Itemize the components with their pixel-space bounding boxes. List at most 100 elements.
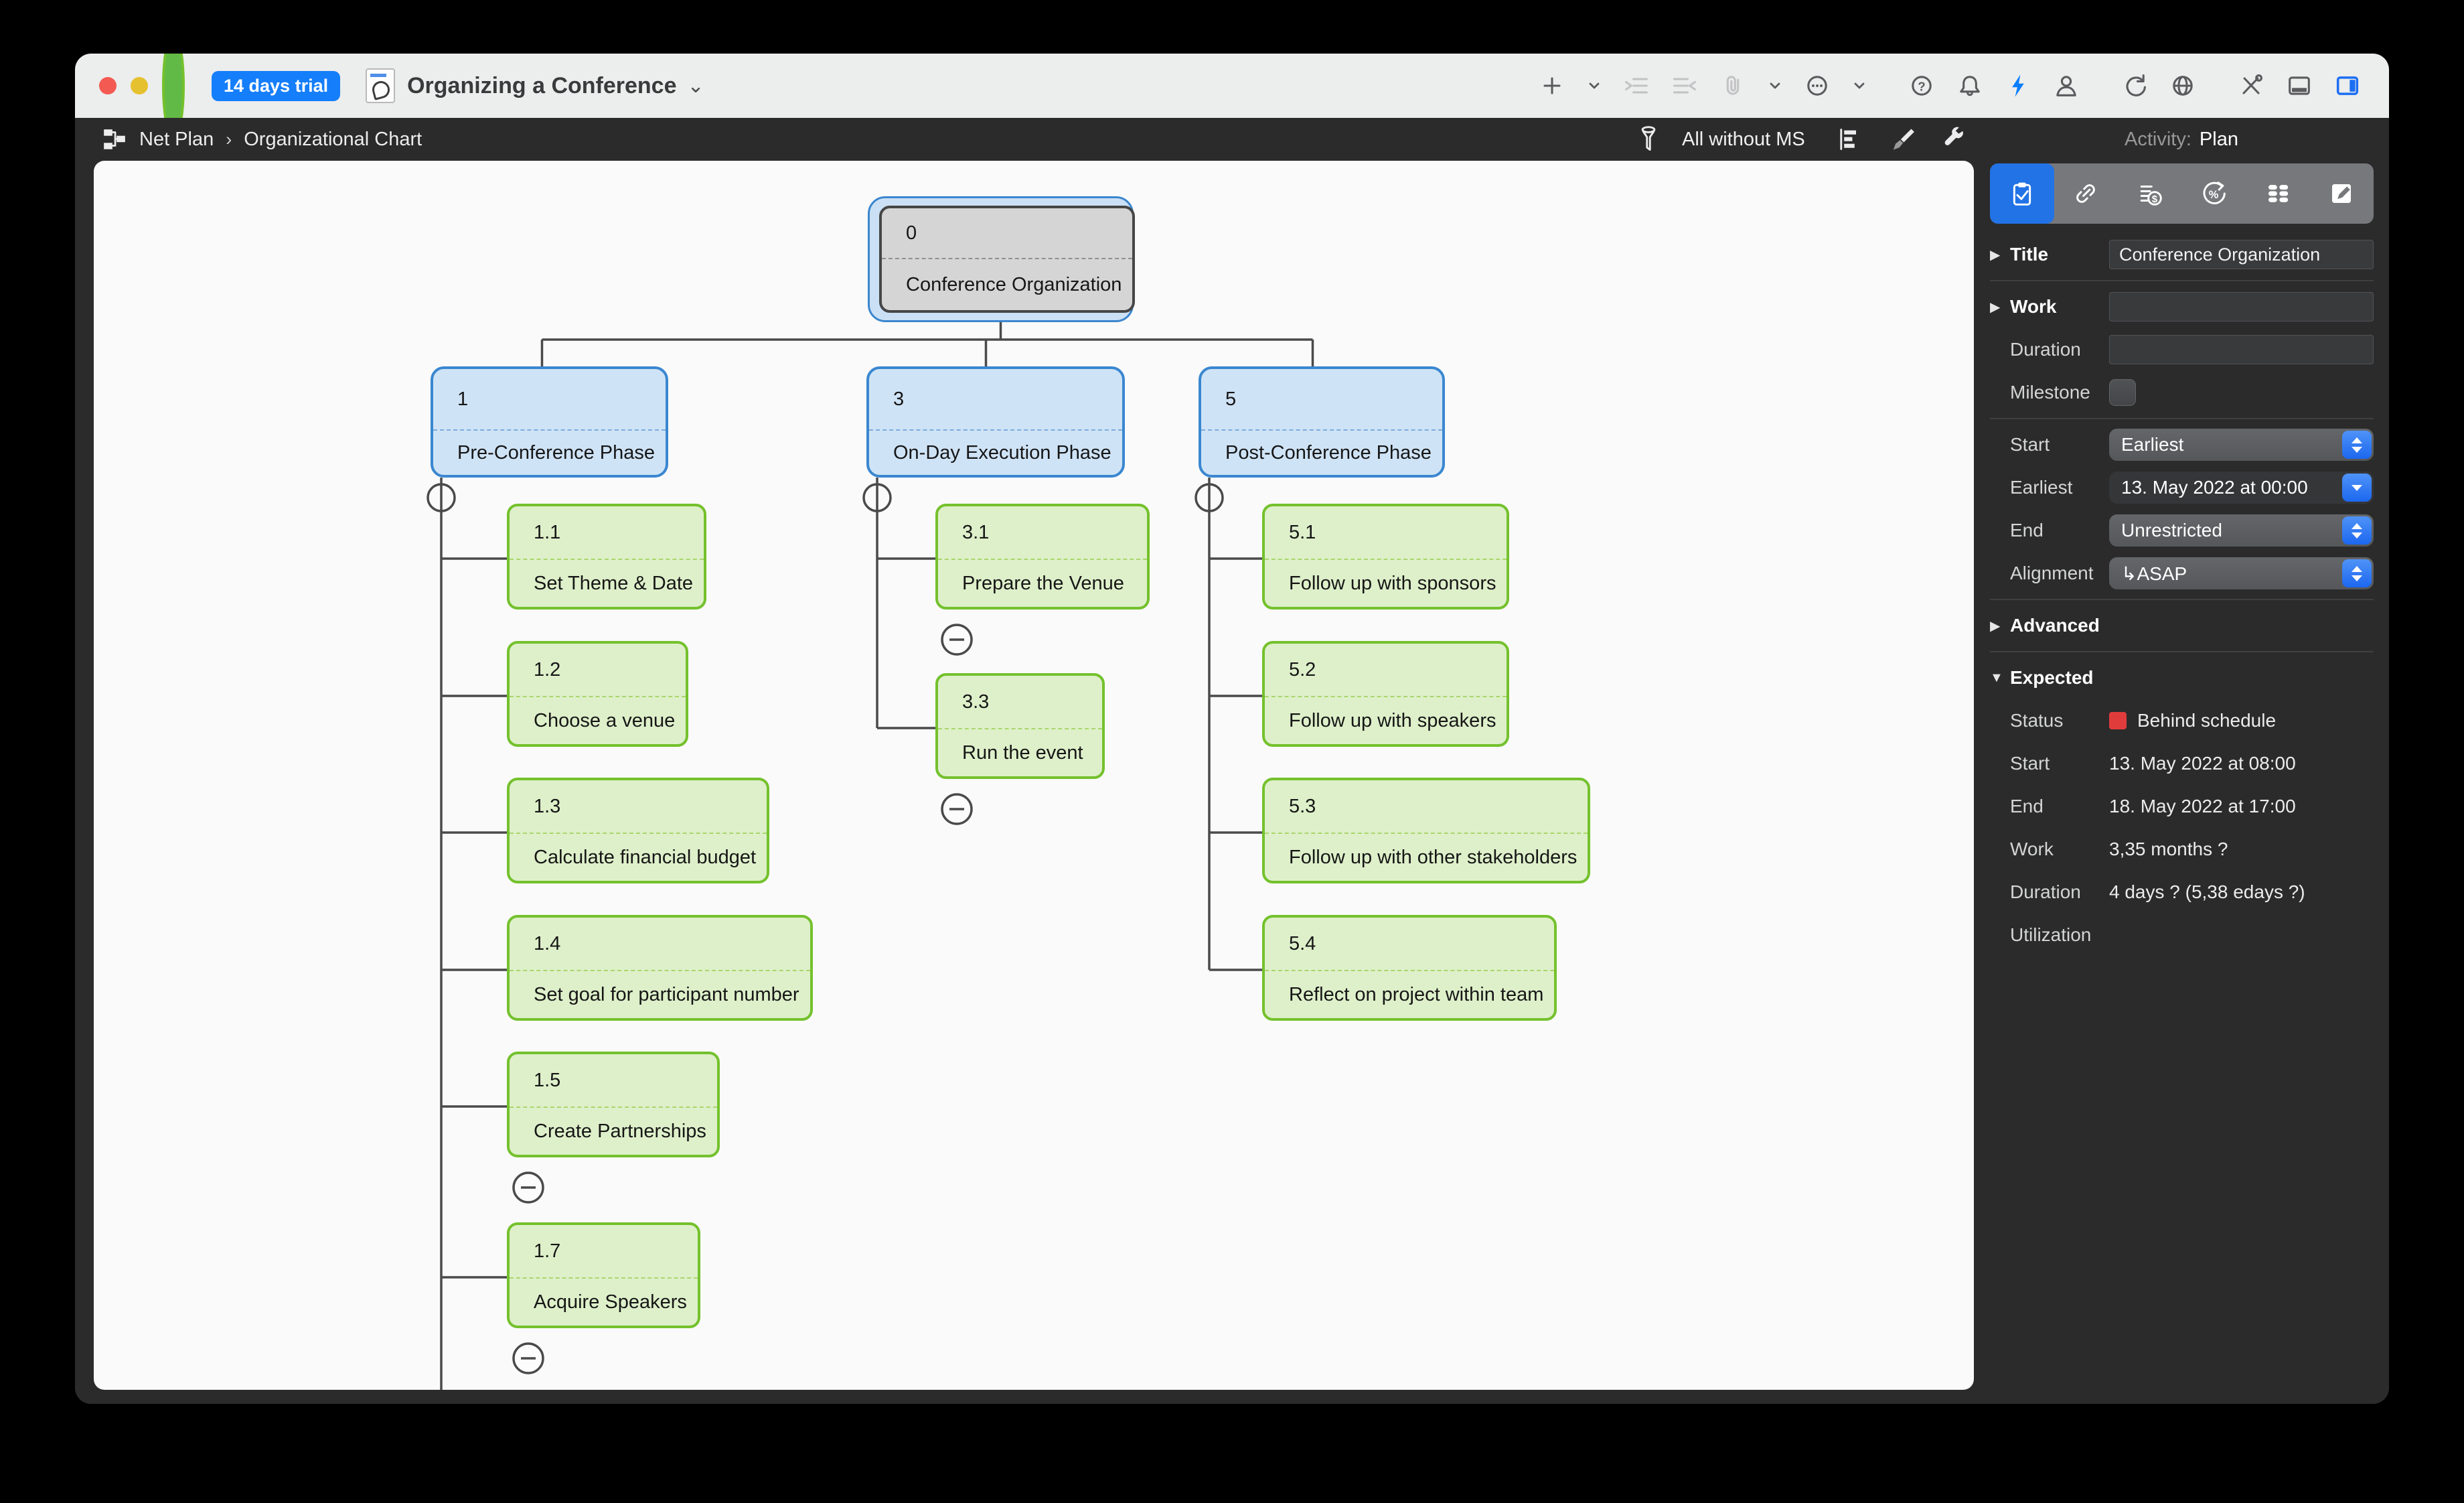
node-label: Run the event: [962, 741, 1083, 764]
duration-label: Duration: [2010, 339, 2081, 360]
activity-value: Plan: [2199, 128, 2238, 150]
notifications-icon[interactable]: [1955, 71, 1985, 100]
more-chevron-icon[interactable]: [1851, 71, 1868, 100]
events-bolt-icon[interactable]: [2003, 71, 2033, 100]
svg-text:$: $: [2152, 194, 2158, 205]
junction-handle[interactable]: [1195, 483, 1224, 512]
stepper-icon[interactable]: [2342, 516, 2372, 545]
filter-label[interactable]: All without MS: [1682, 128, 1805, 150]
divider: [1990, 651, 2374, 652]
attachment-chevron-icon[interactable]: [1766, 71, 1784, 100]
node-number: 1.3: [510, 780, 767, 834]
style-brush-icon[interactable]: [1888, 126, 1915, 153]
start-popup[interactable]: Earliest: [2109, 429, 2374, 461]
earliest-date-field[interactable]: 13. May 2022 at 00:00: [2109, 472, 2374, 504]
expected-start-label: Start: [2010, 753, 2050, 774]
node-number: 1.7: [510, 1225, 698, 1279]
expected-utilization-label: Utilization: [2010, 924, 2092, 945]
tools-icon[interactable]: [2236, 71, 2266, 100]
add-icon[interactable]: [1537, 71, 1567, 100]
tab-utilization[interactable]: %: [2182, 163, 2246, 224]
minimize-button[interactable]: [131, 77, 148, 94]
node-label: Choose a venue: [534, 709, 676, 731]
alignment-popup[interactable]: ↳ASAP: [2109, 557, 2374, 589]
node-label: Prepare the Venue: [962, 572, 1124, 594]
junction-handle[interactable]: [427, 483, 456, 512]
work-label: Work: [2010, 296, 2057, 317]
close-button[interactable]: [99, 77, 117, 94]
bottom-panel-icon[interactable]: [2285, 71, 2314, 100]
indent-icon[interactable]: [1622, 71, 1651, 100]
advanced-label: Advanced: [2010, 615, 2100, 636]
tab-notes[interactable]: [2310, 163, 2374, 224]
expected-disclosure-icon[interactable]: ▼: [1990, 670, 2003, 685]
title-label: Title: [2010, 244, 2049, 265]
trial-badge[interactable]: 14 days trial: [212, 70, 341, 101]
stepper-icon[interactable]: [2342, 431, 2372, 459]
breadcrumb-current[interactable]: Organizational Chart: [244, 128, 422, 150]
milestone-label: Milestone: [2010, 382, 2090, 403]
work-disclosure-icon[interactable]: ▶: [1990, 299, 2001, 315]
expected-duration-label: Duration: [2010, 881, 2081, 902]
divider: [1990, 599, 2374, 600]
title-input[interactable]: [2109, 240, 2374, 269]
junction-handle[interactable]: [862, 483, 892, 512]
outdent-icon[interactable]: [1670, 71, 1699, 100]
title-disclosure-icon[interactable]: ▶: [1990, 247, 2001, 263]
outline-view-icon[interactable]: [1836, 126, 1863, 153]
end-popup[interactable]: Unrestricted: [2109, 514, 2374, 547]
node-number: 5.3: [1265, 780, 1588, 834]
milestone-checkbox[interactable]: [2109, 379, 2136, 406]
node-label: Conference Organization: [906, 273, 1122, 295]
help-icon[interactable]: ?: [1907, 71, 1936, 100]
tab-resources[interactable]: [2246, 163, 2310, 224]
filter-funnel-icon[interactable]: [1635, 126, 1662, 153]
divider: [1990, 418, 2374, 419]
node-number: 5.4: [1265, 918, 1555, 971]
contact-icon[interactable]: [2052, 71, 2081, 100]
node-number: 0: [882, 208, 1133, 259]
node-label: Follow up with sponsors: [1289, 572, 1496, 594]
window-title[interactable]: Organizing a Conference: [407, 72, 677, 98]
duration-input[interactable]: [2109, 335, 2374, 364]
add-chevron-icon[interactable]: [1586, 71, 1603, 100]
title-chevron-icon[interactable]: ⌄: [687, 74, 704, 97]
start-label: Start: [2010, 434, 2050, 455]
sync-icon[interactable]: [2120, 71, 2149, 100]
node-number: 1.2: [510, 644, 686, 697]
expected-work-label: Work: [2010, 839, 2054, 859]
breadcrumb[interactable]: Net Plan › Organizational Chart: [102, 118, 422, 161]
network-icon[interactable]: [2168, 71, 2198, 100]
tab-plan-info[interactable]: [1990, 163, 2054, 224]
breadcrumb-root[interactable]: Net Plan: [139, 128, 214, 150]
settings-wrench-icon[interactable]: [1940, 126, 1967, 153]
attachment-icon[interactable]: [1718, 71, 1748, 100]
chevron-down-icon[interactable]: [2342, 474, 2372, 502]
right-panel-icon[interactable]: [2333, 71, 2362, 100]
tab-links[interactable]: [2054, 163, 2119, 224]
work-input[interactable]: [2109, 292, 2374, 321]
node-label: Create Partnerships: [534, 1120, 706, 1142]
advanced-disclosure-icon[interactable]: ▶: [1990, 618, 2001, 634]
stepper-icon[interactable]: [2342, 559, 2372, 587]
tab-finance[interactable]: $: [2118, 163, 2182, 224]
node-label: Follow up with speakers: [1289, 709, 1496, 731]
more-icon[interactable]: [1802, 71, 1832, 100]
